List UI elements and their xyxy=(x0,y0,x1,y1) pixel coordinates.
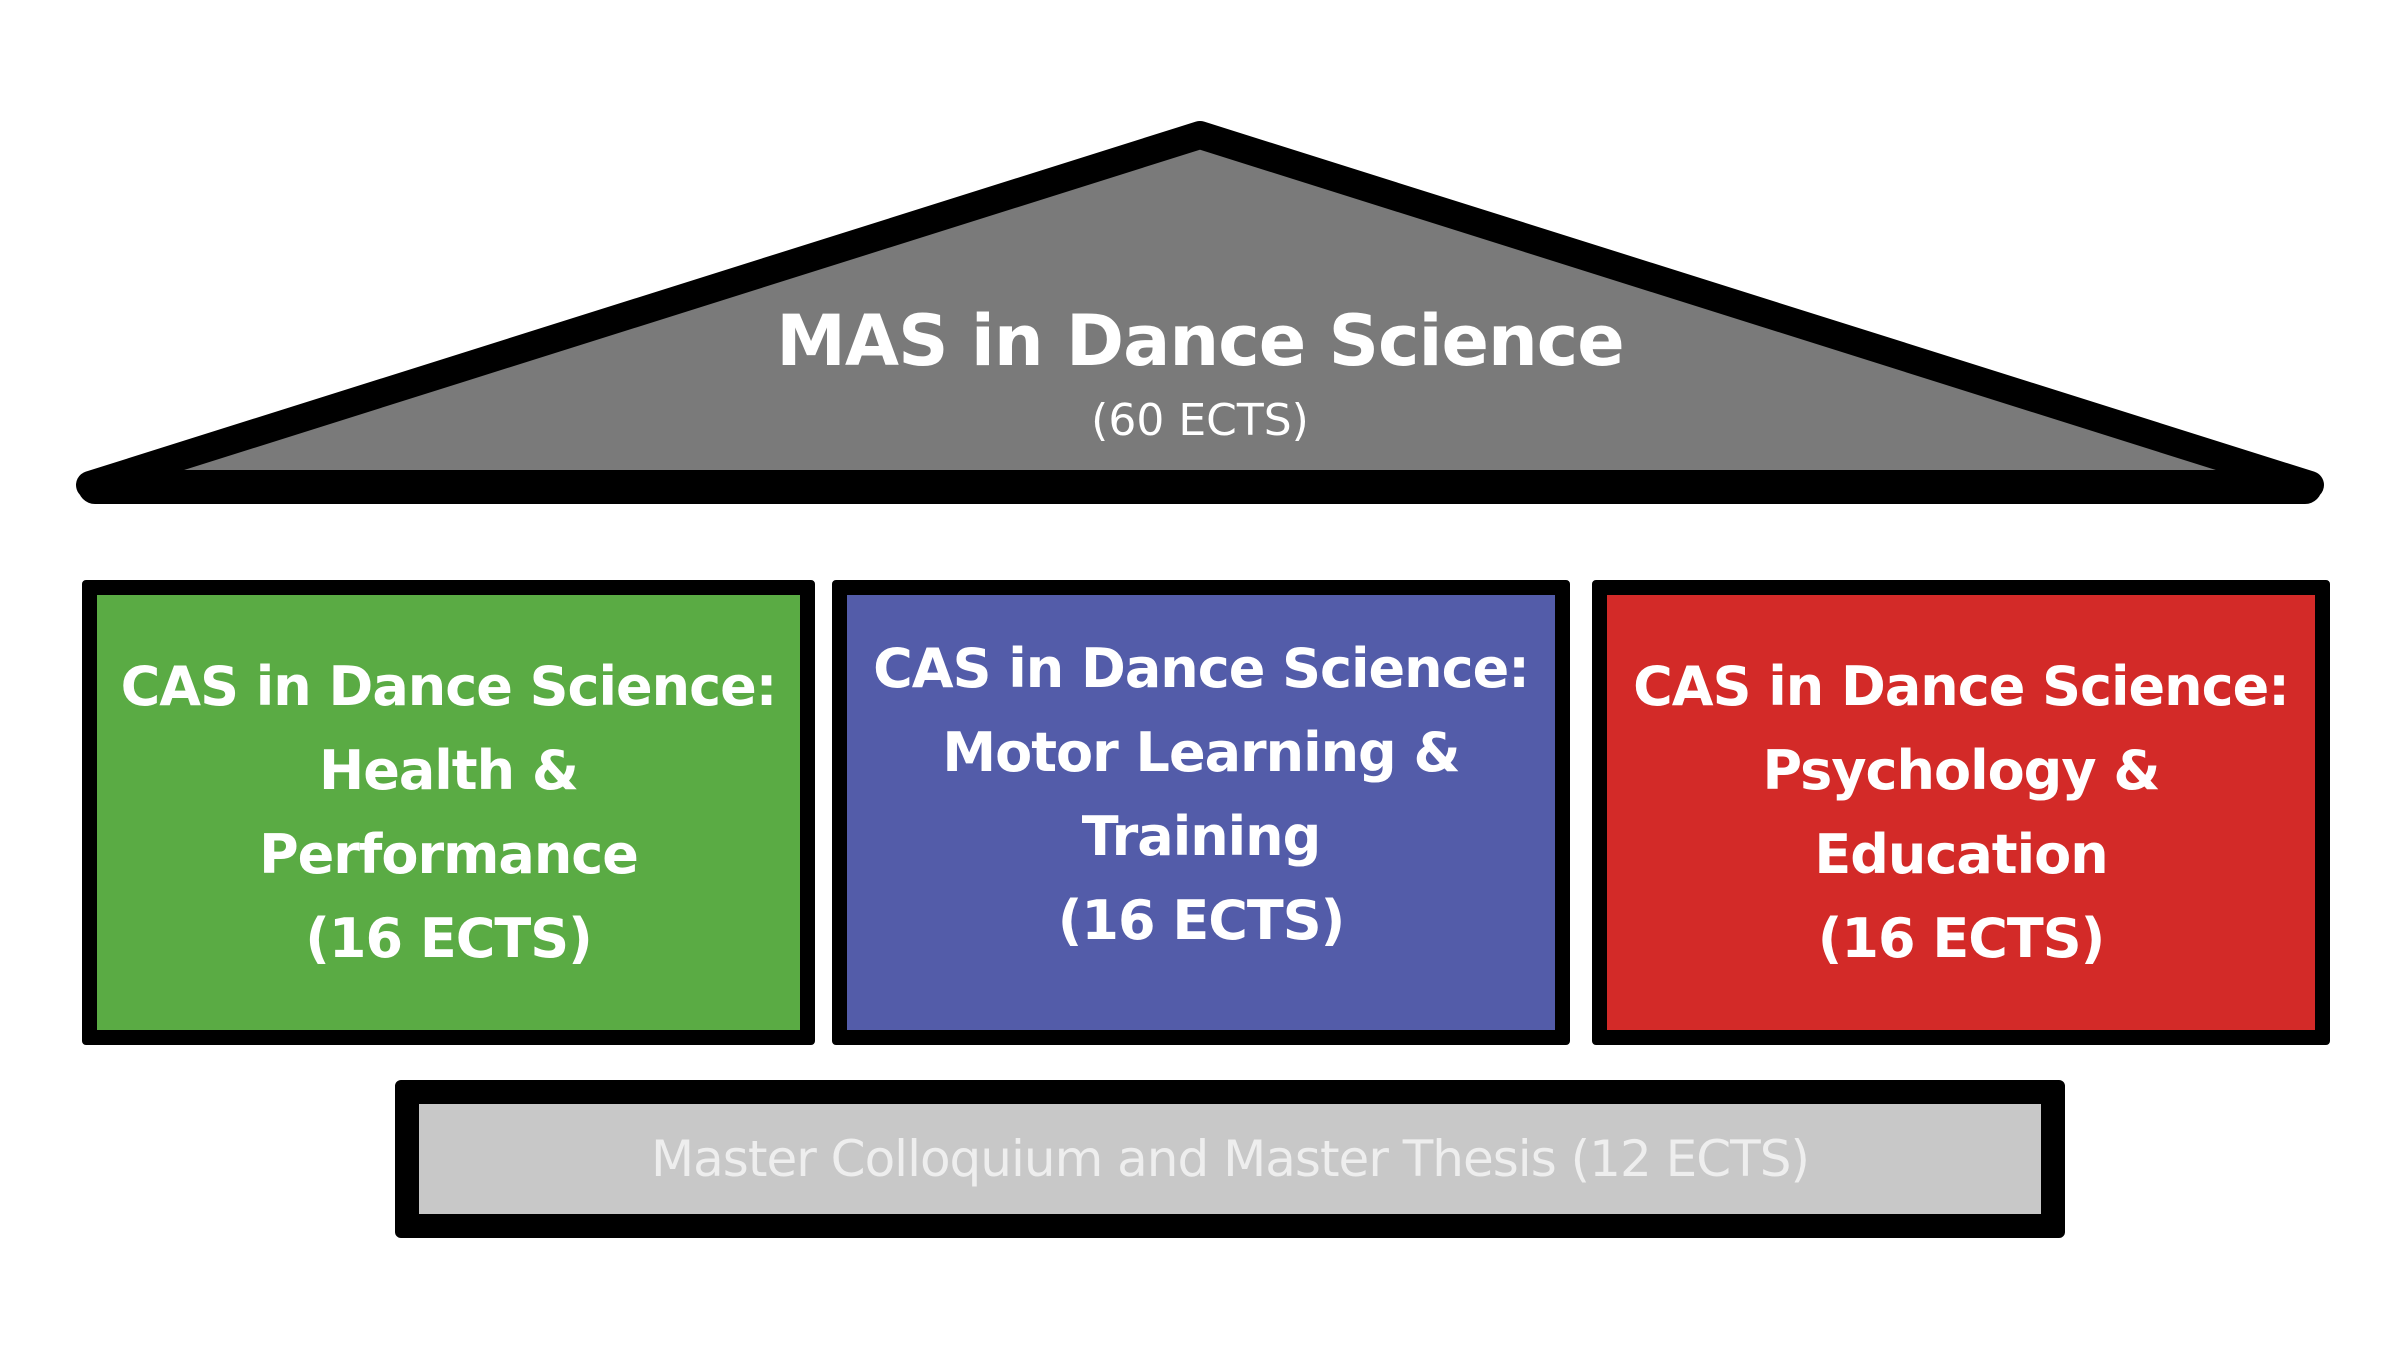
module-line: CAS in Dance Science: xyxy=(873,637,1530,700)
module-line: Psychology & xyxy=(1762,738,2161,802)
module-line: Motor Learning & xyxy=(942,721,1460,784)
module-line: Training xyxy=(1081,805,1322,868)
module-health-performance: CAS in Dance Science: Health & Performan… xyxy=(82,580,815,1045)
module-motor-learning-training: CAS in Dance Science: Motor Learning & T… xyxy=(832,580,1570,1045)
module-line: CAS in Dance Science: xyxy=(1633,654,2290,718)
roof-shape xyxy=(76,121,2324,504)
program-title: MAS in Dance Science xyxy=(776,300,1625,382)
module-line: Education xyxy=(1814,822,2108,886)
module-line: CAS in Dance Science: xyxy=(120,654,778,718)
module-line: Health & xyxy=(319,738,579,802)
module-credits: (16 ECTS) xyxy=(1817,906,2106,970)
program-credits: (60 ECTS) xyxy=(1091,395,1309,446)
foundation-thesis: Master Colloquium and Master Thesis (12 … xyxy=(395,1080,2065,1238)
module-psychology-education: CAS in Dance Science: Psychology & Educa… xyxy=(1592,580,2330,1045)
module-credits: (16 ECTS) xyxy=(305,906,593,970)
module-credits: (16 ECTS) xyxy=(1057,889,1346,952)
module-line: Performance xyxy=(259,822,639,886)
foundation-label: Master Colloquium and Master Thesis (12 … xyxy=(651,1130,1810,1188)
